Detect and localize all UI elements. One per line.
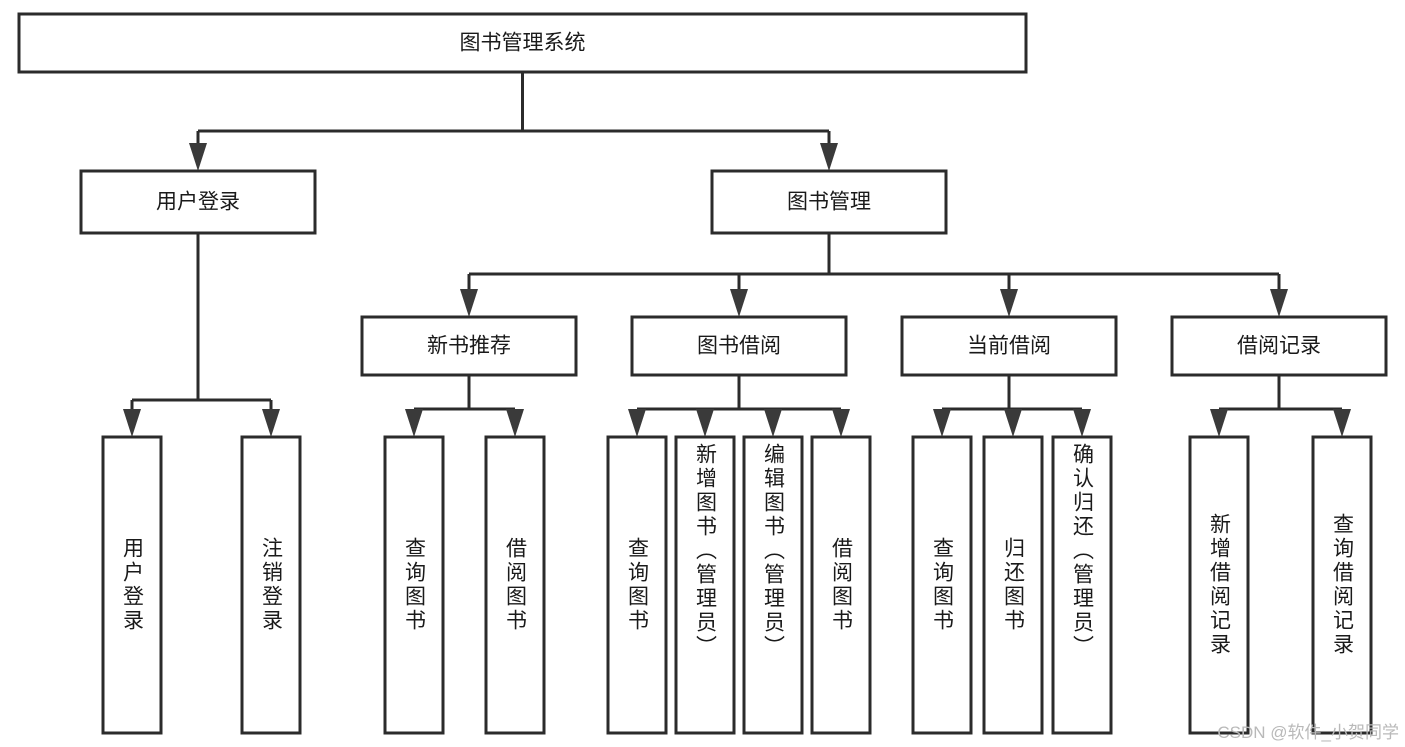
leaf-borrow-book-rec[interactable]: 借阅图书 — [486, 437, 544, 733]
node-leaf-query-book-rec-rect[interactable] — [383, 435, 445, 735]
leaf-add-book[interactable]: 新增图书（管理员） — [676, 443, 734, 733]
arrow-head-leaf-query-record — [1333, 409, 1351, 437]
arrow-head-leaf-edit-book — [764, 409, 782, 437]
node-borrow-record-rect[interactable] — [1170, 315, 1388, 377]
node-book-borrow-rect[interactable] — [630, 315, 848, 377]
node-user-login-rect[interactable] — [79, 169, 317, 235]
node-book-manage-rect[interactable] — [710, 169, 948, 235]
leaf-add-record-label: 新增借阅记录 — [1207, 513, 1231, 657]
node-new-book-rec-label: 新书推荐 — [427, 335, 511, 358]
connector-group-bookborrow — [628, 375, 850, 437]
node-new-book-rec-rect[interactable] — [360, 315, 578, 377]
node-leaf-query-book-borrow-rect[interactable] — [606, 435, 668, 735]
leaf-user-login[interactable]: 用户登录 — [103, 437, 161, 733]
node-user-login[interactable]: 用户登录 — [79, 169, 317, 235]
leaf-user-login-label: 用户登录 — [120, 537, 144, 633]
leaf-query-book-rec[interactable]: 查询图书 — [385, 437, 443, 733]
arrow-head-leaf-return-book — [1004, 409, 1022, 437]
connector-group-userlogin — [123, 233, 280, 437]
arrow-head-leaf-confirm-return — [1073, 409, 1091, 437]
node-book-manage-label: 图书管理 — [787, 191, 871, 214]
node-root[interactable]: 图书管理系统 — [17, 12, 1028, 74]
node-user-login-label: 用户登录 — [156, 191, 240, 214]
connector-group-bookmanage — [460, 233, 1288, 317]
leaf-return-book[interactable]: 归还图书 — [984, 437, 1042, 733]
leaf-query-book-borrow-label: 查询图书 — [625, 537, 649, 633]
node-current-borrow-rect[interactable] — [900, 315, 1118, 377]
arrow-head-leaf-add-record — [1210, 409, 1228, 437]
leaf-query-book-borrow[interactable]: 查询图书 — [608, 437, 666, 733]
node-leaf-add-book-rect[interactable] — [674, 435, 736, 735]
arrow-head-book-borrow — [730, 289, 748, 317]
node-book-borrow-label: 图书借阅 — [697, 335, 781, 358]
arrow-head-leaf-add-book — [696, 409, 714, 437]
node-leaf-return-book-rect[interactable] — [982, 435, 1044, 735]
arrow-head-leaf-query-book-cur — [933, 409, 951, 437]
node-root-label: 图书管理系统 — [460, 32, 586, 55]
leaf-logout[interactable]: 注销登录 — [242, 437, 300, 733]
leaf-borrow-book-rec-label: 借阅图书 — [503, 537, 527, 633]
arrow-head-leaf-borrow-book — [832, 409, 850, 437]
leaf-logout-label: 注销登录 — [259, 537, 283, 633]
connector-group-newbookrec — [405, 375, 524, 437]
node-leaf-user-login-rect[interactable] — [101, 435, 163, 735]
leaf-borrow-book-label: 借阅图书 — [829, 537, 853, 633]
arrow-head-userlogin — [189, 143, 207, 171]
arrow-head-bookmanage — [820, 143, 838, 171]
leaf-confirm-return[interactable]: 确认归还（管理员） — [1053, 443, 1111, 733]
leaf-confirm-return-label: 确认归还（管理员） — [1070, 443, 1094, 659]
node-book-manage[interactable]: 图书管理 — [710, 169, 948, 235]
leaf-query-book-rec-label: 查询图书 — [402, 537, 426, 633]
leaf-add-book-label: 新增图书（管理员） — [693, 443, 717, 659]
node-leaf-query-record-rect[interactable] — [1311, 435, 1373, 735]
connector-group-currentborrow — [933, 375, 1091, 437]
node-leaf-borrow-book-rect[interactable] — [810, 435, 872, 735]
leaf-query-record[interactable]: 查询借阅记录 — [1313, 437, 1371, 733]
arrow-head-current-borrow — [1000, 289, 1018, 317]
arrow-head-leaf-borrow-book-rec — [506, 409, 524, 437]
node-new-book-rec[interactable]: 新书推荐 — [360, 315, 578, 377]
leaf-edit-book-label: 编辑图书（管理员） — [761, 443, 785, 659]
node-leaf-logout-rect[interactable] — [240, 435, 302, 735]
node-leaf-edit-book-rect[interactable] — [742, 435, 804, 735]
arrow-head-leaf-query-book-borrow — [628, 409, 646, 437]
node-current-borrow[interactable]: 当前借阅 — [900, 315, 1118, 377]
node-leaf-query-book-cur-rect[interactable] — [911, 435, 973, 735]
csdn-watermark: CSDN @软件_小贺同学 — [1217, 723, 1399, 742]
connector-group-borrowrecord — [1210, 375, 1351, 437]
arrow-head-leaf-user-login — [123, 409, 141, 437]
leaf-borrow-book[interactable]: 借阅图书 — [812, 437, 870, 733]
node-book-borrow[interactable]: 图书借阅 — [630, 315, 848, 377]
arrow-head-new-book-rec — [460, 289, 478, 317]
leaf-return-book-label: 归还图书 — [1001, 537, 1025, 633]
leaf-query-book-cur-label: 查询图书 — [930, 537, 954, 633]
node-leaf-borrow-book-rec-rect[interactable] — [484, 435, 546, 735]
leaf-add-record[interactable]: 新增借阅记录 — [1190, 437, 1248, 733]
node-current-borrow-label: 当前借阅 — [967, 335, 1051, 358]
leaf-query-record-label: 查询借阅记录 — [1330, 513, 1354, 657]
arrow-head-borrow-record — [1270, 289, 1288, 317]
node-leaf-confirm-return-rect[interactable] — [1051, 435, 1113, 735]
arrow-head-leaf-query-book-rec — [405, 409, 423, 437]
leaf-edit-book[interactable]: 编辑图书（管理员） — [744, 443, 802, 733]
leaf-rect-group — [101, 435, 1373, 735]
node-leaf-add-record-rect[interactable] — [1188, 435, 1250, 735]
leaf-query-book-cur[interactable]: 查询图书 — [913, 437, 971, 733]
connector-group-root — [189, 72, 838, 171]
node-borrow-record-label: 借阅记录 — [1237, 335, 1321, 358]
node-root-rect[interactable] — [17, 12, 1028, 74]
arrow-head-leaf-logout — [262, 409, 280, 437]
node-borrow-record[interactable]: 借阅记录 — [1170, 315, 1388, 377]
